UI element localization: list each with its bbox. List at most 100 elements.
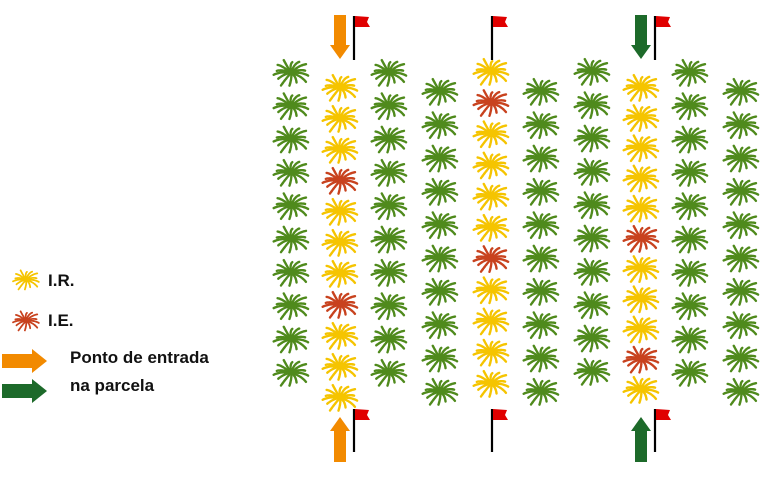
green-palm-icon [722, 177, 760, 206]
green-palm-icon [421, 210, 459, 240]
green-palm-icon [272, 358, 310, 387]
green-palm-icon [370, 358, 408, 387]
yellow-palm-icon [472, 182, 510, 211]
orange-arrow-icon [2, 349, 47, 373]
legend-ir-label: I.R. [48, 271, 75, 290]
green-palm-icon [522, 177, 560, 206]
yellow-palm-icon [622, 254, 660, 284]
green-palm-icon [722, 344, 760, 373]
legend-ie-label: I.E. [48, 311, 74, 330]
green-palm-icon [573, 257, 611, 286]
green-palm-icon [722, 310, 760, 340]
green-palm-icon [272, 91, 310, 121]
green-palm-icon [421, 377, 459, 406]
green-palm-icon [370, 91, 408, 121]
green-palm-icon [370, 225, 408, 254]
flag-icon [352, 16, 370, 60]
yellow-palm-icon [321, 228, 359, 257]
yellow-palm-icon [472, 275, 510, 305]
yellow-palm-icon [472, 369, 510, 398]
yellow-palm-icon [472, 151, 510, 180]
entry-markers [330, 15, 671, 462]
green-palm-icon [421, 177, 459, 206]
red-palm-icon [472, 244, 510, 274]
yellow-palm-icon [321, 259, 359, 288]
green-palm-icon [421, 277, 459, 306]
flag-icon [653, 16, 671, 60]
green-palm-icon [671, 258, 709, 287]
green-palm-icon [573, 290, 611, 320]
red-palm-icon [472, 88, 510, 117]
green-palm-icon [722, 277, 760, 306]
green-palm-icon [272, 125, 310, 154]
yellow-palm-icon [321, 135, 359, 164]
green-palm-icon [421, 344, 459, 373]
green-palm-icon [722, 144, 760, 173]
flag-icon [352, 409, 370, 452]
yellow-palm-icon [472, 213, 510, 242]
green-palm-icon [370, 258, 408, 287]
yellow-palm-icon [622, 164, 660, 193]
green-palm-icon [671, 158, 709, 187]
yellow-palm-icon [472, 338, 510, 367]
green-palm-icon [272, 191, 310, 221]
yellow-palm-icon [321, 321, 359, 350]
green-palm-icon [671, 358, 709, 387]
green-palm-icon [722, 110, 760, 140]
green-palm-icon [370, 291, 408, 321]
green-palm-icon [522, 344, 560, 373]
yellow-palm-icon [321, 104, 359, 133]
green-palm-icon [573, 124, 611, 153]
palm-grid [272, 57, 760, 412]
green-palm-icon [370, 58, 408, 87]
yellow-palm-icon [622, 194, 660, 223]
green-palm-icon [671, 91, 709, 121]
green-arrow-down-icon [631, 15, 651, 59]
red-palm-icon [622, 224, 660, 253]
green-arrow-up-icon [631, 417, 651, 462]
green-palm-icon [573, 190, 611, 220]
green-palm-icon [522, 144, 560, 173]
green-palm-icon [522, 377, 560, 406]
green-palm-icon [421, 77, 459, 106]
orange-arrow-down-icon [330, 15, 350, 59]
green-palm-icon [722, 377, 760, 406]
green-palm-icon [671, 225, 709, 254]
yellow-palm-icon [622, 73, 660, 102]
green-palm-icon [272, 325, 310, 354]
yellow-palm-icon [472, 307, 510, 336]
yellow-palm-icon [622, 103, 660, 132]
green-palm-icon [272, 225, 310, 254]
flag-icon [490, 409, 508, 452]
green-palm-icon [272, 158, 310, 187]
green-palm-icon [573, 90, 611, 120]
green-palm-icon [573, 324, 611, 353]
green-palm-icon [671, 191, 709, 221]
yellow-palm-icon [321, 383, 359, 412]
green-palm-icon [522, 77, 560, 106]
green-palm-icon [671, 291, 709, 321]
green-palm-icon [421, 244, 459, 273]
green-palm-icon [421, 310, 459, 340]
yellow-palm-icon [321, 352, 359, 381]
yellow-palm-icon [472, 57, 510, 86]
green-arrow-icon [2, 379, 47, 403]
yellow-palm-icon [321, 73, 359, 102]
yellow-palm-icon [472, 119, 510, 149]
green-palm-icon [722, 210, 760, 240]
green-palm-icon [573, 157, 611, 186]
green-palm-icon [722, 244, 760, 273]
yellow-palm-icon [622, 375, 660, 404]
green-palm-icon [370, 125, 408, 154]
green-palm-icon [722, 77, 760, 106]
yellow-palm-icon [321, 197, 359, 226]
green-palm-icon [671, 125, 709, 154]
green-palm-icon [522, 244, 560, 273]
green-palm-icon [421, 110, 459, 140]
green-palm-icon [522, 110, 560, 140]
legend-entry-line1: Ponto de entrada [70, 348, 209, 367]
green-palm-icon [573, 57, 611, 86]
green-palm-icon [272, 291, 310, 321]
yellow-palm-icon [12, 269, 40, 291]
